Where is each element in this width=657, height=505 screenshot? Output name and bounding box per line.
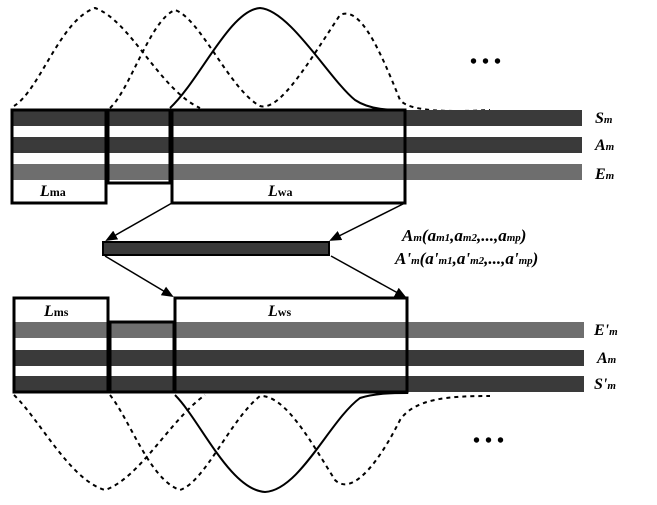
bottom-row-label-s: S'm	[594, 376, 616, 393]
formula-line-1: Am(am1,am2,...,amp)	[401, 226, 526, 245]
top-dashed-curve-1	[13, 6, 201, 109]
formula: Am(am1,am2,...,amp) A'm(a'm1,a'm2,...,a'…	[394, 226, 538, 268]
top-band-a	[12, 137, 582, 153]
top-bands	[12, 110, 582, 180]
bottom-ellipsis: • • •	[473, 430, 504, 452]
bottom-box-window	[173, 296, 409, 394]
bottom-band-a	[14, 350, 584, 366]
mapping-arrows	[104, 202, 407, 298]
bottom-dashed-curve-2	[109, 394, 491, 492]
bottom-labels: Lms Lws E'm Am S'm • • •	[43, 303, 618, 452]
top-ellipsis: • • •	[470, 51, 501, 73]
top-band-e	[12, 164, 582, 180]
arrow-bottom-left	[104, 255, 174, 298]
top-box-window-label: Lwa	[267, 183, 292, 200]
top-row-label-e: Em	[594, 166, 615, 183]
top-frames	[10, 108, 407, 205]
top-dashed-curve-2	[109, 8, 491, 112]
top-box-middle	[106, 108, 172, 185]
top-box-analysis-label: Lma	[39, 183, 66, 200]
bottom-box-window-label: Lws	[267, 303, 291, 320]
top-box-analysis	[10, 108, 108, 205]
top-box-window	[170, 108, 407, 205]
top-band-s	[12, 110, 582, 126]
bottom-row-label-e: E'm	[593, 322, 618, 339]
arrow-top-right	[329, 202, 406, 241]
bottom-dashed-curve-1	[13, 394, 206, 492]
formula-line-2: A'm(a'm1,a'm2,...,a'mp)	[394, 249, 538, 268]
arrow-top-left	[105, 202, 173, 241]
bottom-box-analysis	[12, 296, 110, 394]
bottom-window-curves	[13, 392, 491, 494]
middle-segment-bar	[102, 241, 330, 256]
top-labels: Lma Lwa Sm Am Em • • •	[39, 51, 615, 200]
bottom-frames	[12, 296, 409, 394]
top-row-label-a: Am	[594, 137, 615, 154]
bottom-band-e	[14, 322, 584, 338]
bottom-box-analysis-label: Lms	[43, 303, 69, 320]
bottom-solid-window-curve	[174, 392, 409, 494]
top-solid-window-curve	[169, 6, 406, 111]
top-window-curves	[13, 6, 491, 112]
arrow-bottom-right	[330, 255, 407, 298]
bottom-band-s	[14, 376, 584, 392]
bottom-bands	[14, 322, 584, 392]
top-row-label-s: Sm	[595, 110, 613, 127]
bottom-row-label-a: Am	[596, 350, 617, 367]
